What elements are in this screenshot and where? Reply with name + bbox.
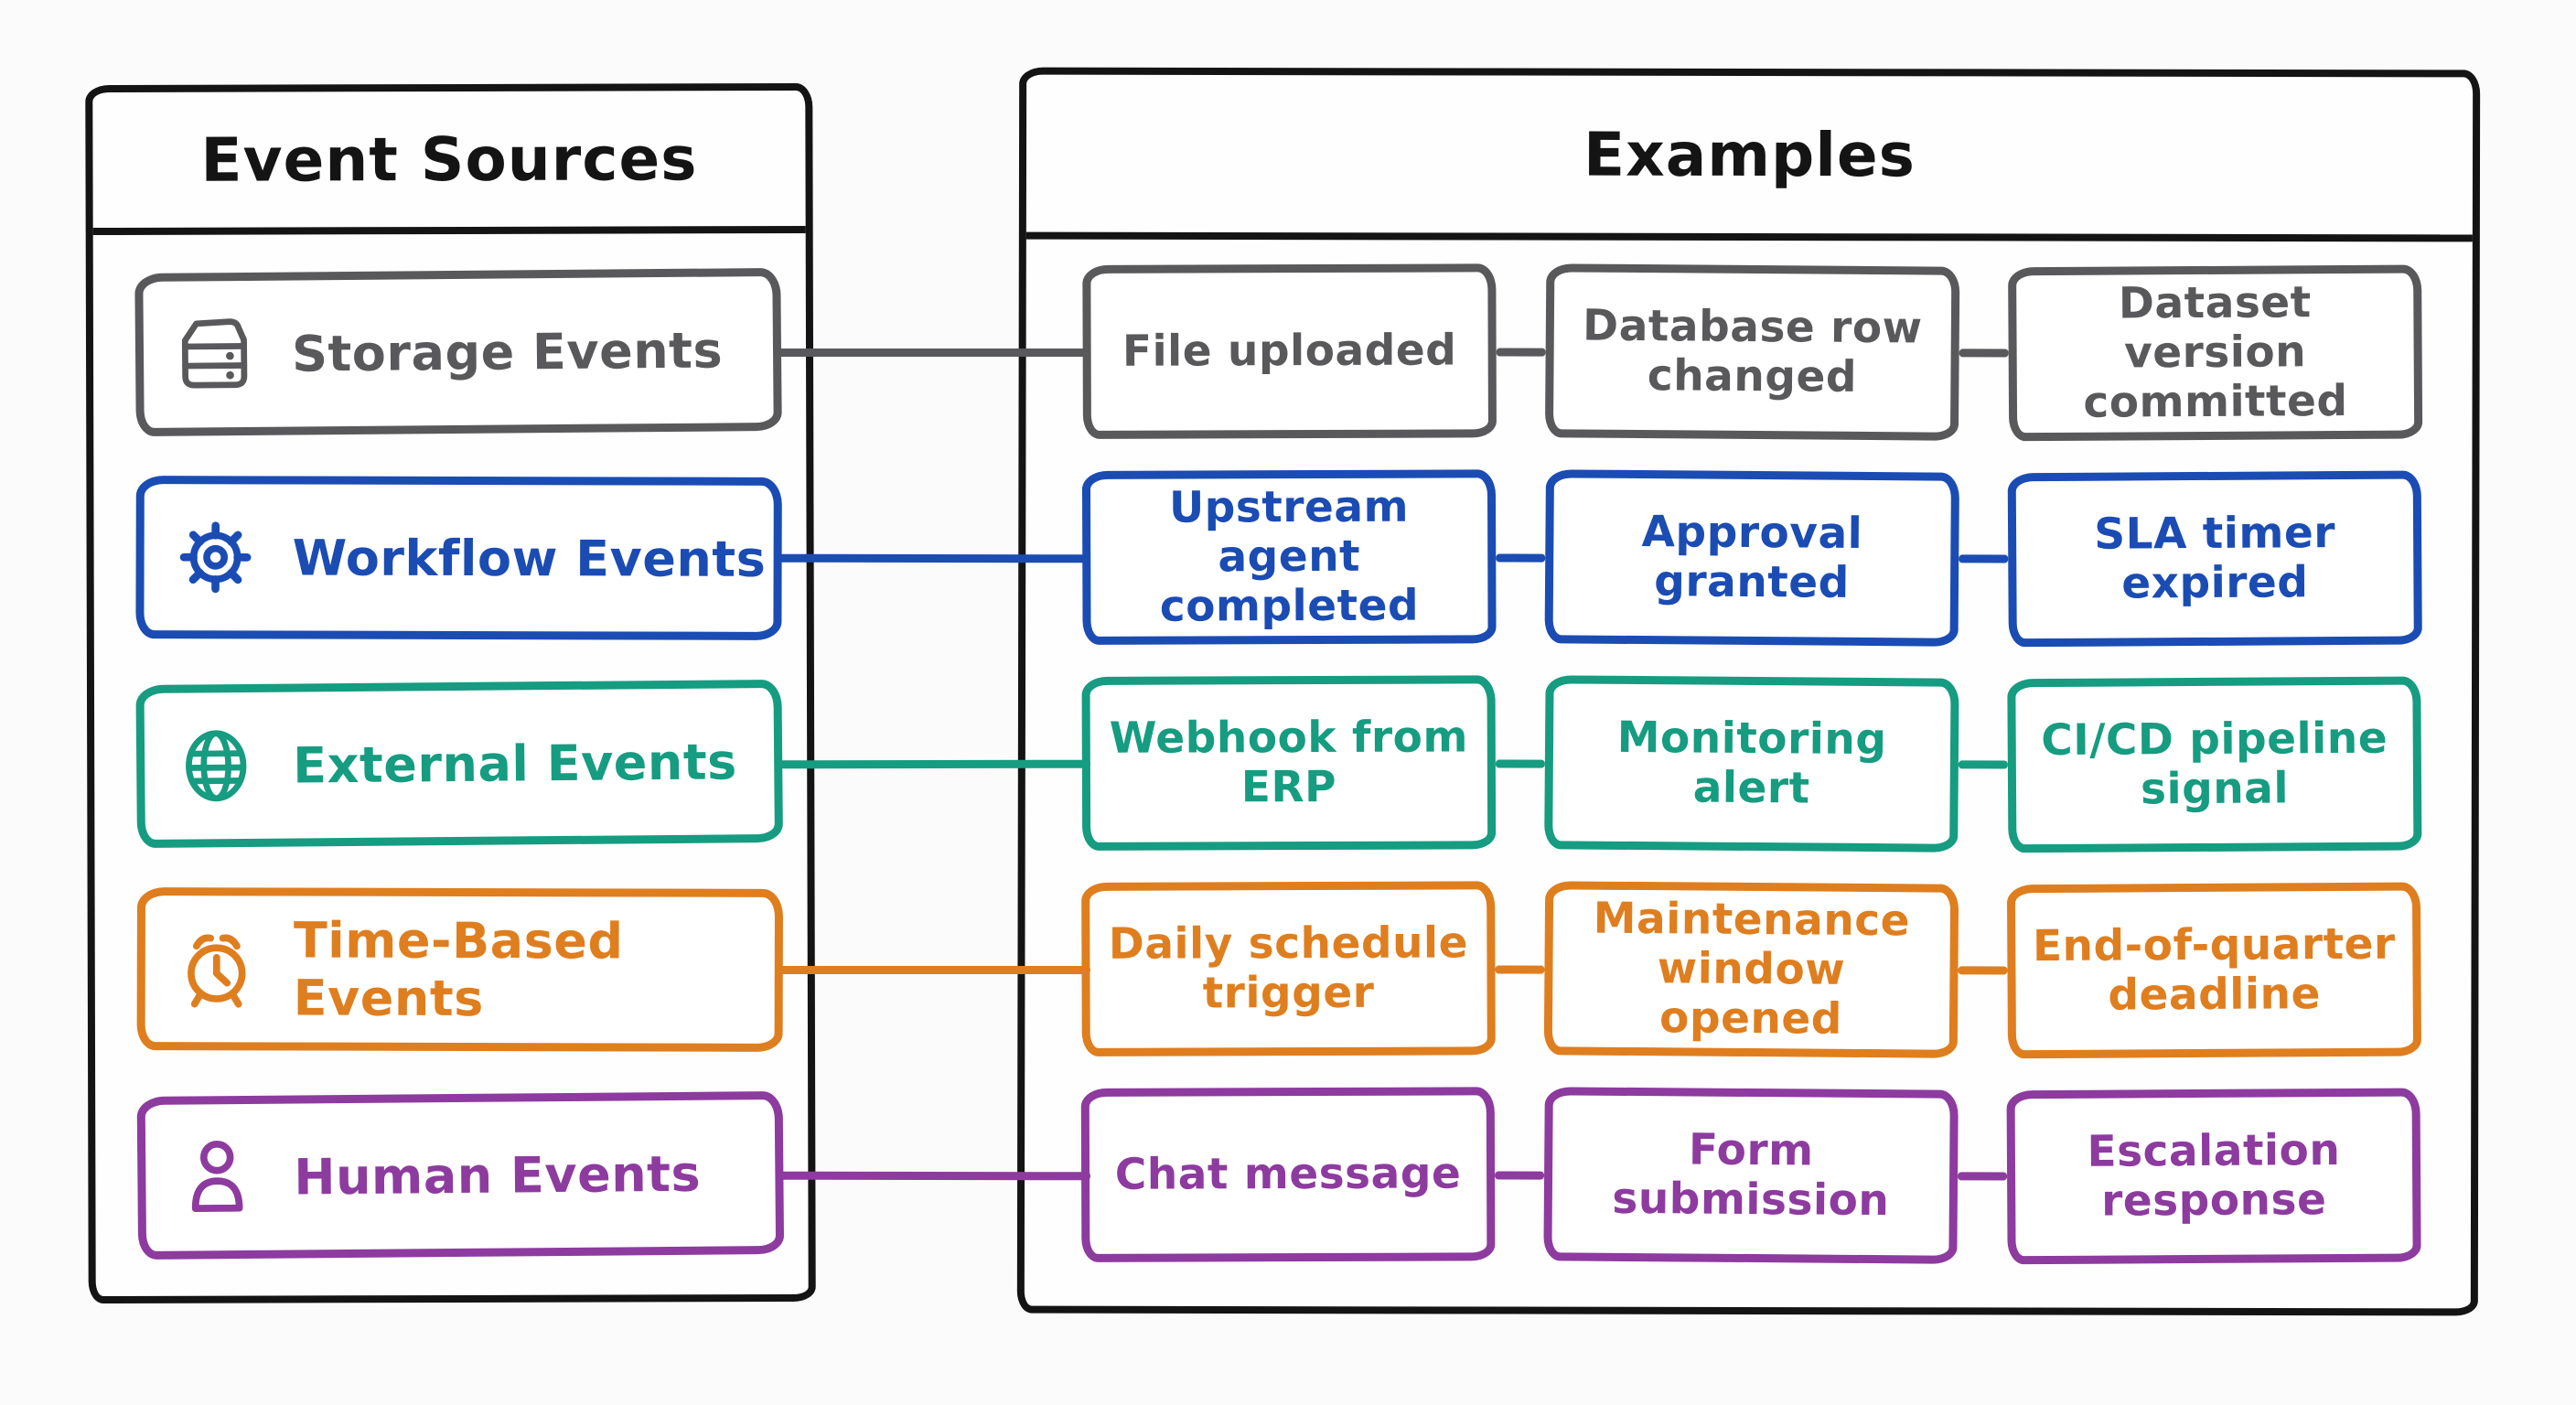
example-box: Webhook from ERP bbox=[1081, 675, 1497, 851]
connector-line bbox=[1495, 759, 1545, 768]
source-box-external-events: External Events bbox=[135, 679, 783, 849]
connector-line bbox=[1496, 348, 1546, 357]
connector-line-time-based bbox=[776, 966, 1090, 974]
source-label: External Events bbox=[292, 732, 738, 795]
example-box: Dataset version committed bbox=[2008, 264, 2423, 442]
source-box-human-events: Human Events bbox=[136, 1090, 785, 1260]
example-box: File uploaded bbox=[1082, 263, 1497, 439]
source-label: Workflow Events bbox=[292, 528, 767, 588]
connector-line bbox=[1495, 965, 1545, 974]
examples-panel: Examples File uploaded Database row chan… bbox=[1016, 67, 2481, 1316]
example-box: Upstream agent completed bbox=[1081, 469, 1497, 645]
example-row-time-based: Daily schedule trigger Maintenance windo… bbox=[1081, 881, 2422, 1059]
source-rows: Storage Events bbox=[93, 233, 809, 1260]
example-box: Monitoring alert bbox=[1544, 675, 1959, 853]
example-box: Escalation response bbox=[2006, 1088, 2421, 1265]
example-box: SLA timer expired bbox=[2007, 470, 2422, 648]
example-row-human: Chat message Form submission Escalation … bbox=[1080, 1087, 2421, 1265]
globe-icon bbox=[172, 722, 261, 810]
example-box: Daily schedule trigger bbox=[1081, 881, 1496, 1056]
connector-line bbox=[1958, 759, 2008, 768]
connector-line-workflow bbox=[775, 553, 1091, 563]
connector-line bbox=[1958, 1171, 2008, 1180]
connector-line-human bbox=[775, 1171, 1091, 1181]
connector-line-storage bbox=[776, 349, 1090, 357]
example-box: Approval granted bbox=[1544, 469, 1959, 647]
connector-line-external bbox=[775, 759, 1091, 769]
connector-line bbox=[1496, 553, 1546, 563]
connector-line bbox=[1959, 553, 2009, 563]
example-row-storage: File uploaded Database row changed Datas… bbox=[1082, 263, 2423, 442]
source-label: Human Events bbox=[294, 1144, 702, 1207]
source-box-storage-events: Storage Events bbox=[134, 267, 782, 437]
example-box: Maintenance window opened bbox=[1543, 881, 1959, 1058]
alarm-clock-icon bbox=[173, 925, 261, 1013]
source-label: Time-Based Events bbox=[293, 911, 624, 1028]
connector-line bbox=[1495, 1171, 1545, 1180]
event-sources-title: Event Sources bbox=[92, 90, 806, 236]
connector-line bbox=[1958, 965, 2008, 974]
example-row-workflow: Upstream agent completed Approval grante… bbox=[1081, 469, 2422, 648]
event-sources-panel: Event Sources Storage Events bbox=[85, 82, 816, 1304]
source-box-time-based-events: Time-Based Events bbox=[136, 887, 784, 1052]
source-label: Storage Events bbox=[291, 320, 724, 383]
example-box: Form submission bbox=[1543, 1087, 1959, 1264]
example-box: End-of-quarter deadline bbox=[2006, 882, 2422, 1059]
example-row-external: Webhook from ERP Monitoring alert CI/CD … bbox=[1081, 675, 2422, 853]
person-icon bbox=[173, 1133, 262, 1222]
server-stack-icon bbox=[171, 310, 260, 399]
example-box: Chat message bbox=[1080, 1087, 1496, 1262]
gear-icon bbox=[171, 513, 259, 601]
example-box: CI/CD pipeline signal bbox=[2007, 676, 2422, 853]
connector-line bbox=[1959, 348, 2009, 357]
example-rows: File uploaded Database row changed Datas… bbox=[1025, 240, 2473, 1265]
example-box: Database row changed bbox=[1544, 263, 1960, 441]
examples-title: Examples bbox=[1025, 74, 2474, 242]
source-box-workflow-events: Workflow Events bbox=[135, 476, 782, 640]
